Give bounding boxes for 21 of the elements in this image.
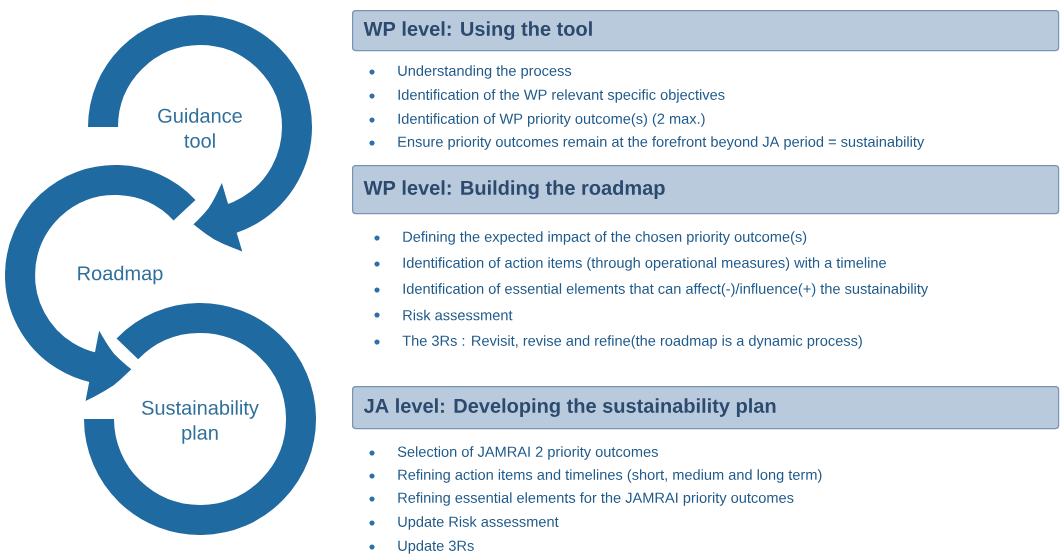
cycle-step: Guidance tool (88, 15, 312, 148)
bullet-item: Identification of the WP relevant specific objectives (369, 89, 725, 103)
cycle-step: Roadmap (5, 165, 195, 285)
bullet-item: Defining the expected impact of the chosen priority outcome(s) (374, 231, 807, 245)
section-header: JA level: Developing the sustainability plan (352, 386, 1060, 430)
bullet-item: Update Risk assessment (369, 516, 559, 530)
bullet-item: Update 3Rs (369, 540, 474, 554)
curved-arrow (195, 124, 312, 249)
section-header: WP level: Using the tool (352, 10, 1060, 52)
bullet-item: Identification of action items (through operational measures) with a timeline (374, 257, 886, 271)
bullet-item: Understanding the process (369, 65, 572, 79)
bullet-item: Identification of WP priority outcome(s) (2 max.) (369, 113, 705, 127)
bullet-item: Risk assessment (374, 309, 513, 321)
bullet-item: Ensure priority outcomes remain at the forefront beyond JA period = sustainability (369, 136, 925, 150)
bullet-item: The 3Rs : Revisit, revise and refine(the roadmap is a dynamic process) (374, 335, 862, 349)
bullet-item: Identification of essential elements that can affect(-)/influence(+) the sustainability (374, 283, 929, 297)
section-header: WP level: Building the roadmap (352, 165, 1060, 215)
bullet-item: Selection of JAMRAI 2 priority outcomes (369, 446, 658, 460)
bullet-item: Refining essential elements for the JAMRAI priority outcomes (369, 492, 794, 506)
bullet-item: Refining action items and timelines (short, medium and long term) (369, 469, 822, 483)
cycle-step: Sustainability plan (84, 303, 316, 535)
